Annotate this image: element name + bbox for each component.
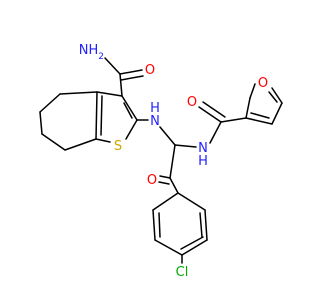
bond bbox=[159, 126, 176, 146]
bond bbox=[119, 73, 123, 97]
bond bbox=[39, 111, 43, 135]
bond-layer bbox=[39, 57, 283, 264]
bond bbox=[271, 87, 283, 104]
bond bbox=[95, 91, 98, 140]
bond bbox=[59, 91, 98, 95]
bond bbox=[245, 97, 251, 119]
ketone-oxygen-label: O bbox=[147, 173, 157, 188]
bond bbox=[245, 117, 273, 125]
bond bbox=[121, 95, 138, 121]
bond bbox=[104, 57, 121, 75]
bond bbox=[249, 83, 256, 99]
bond bbox=[268, 91, 278, 103]
bond bbox=[100, 95, 103, 136]
amide-nh2-label: NH2 bbox=[79, 43, 104, 62]
bond bbox=[209, 121, 222, 144]
bond bbox=[41, 133, 66, 151]
furanamide-oxygen-label: O bbox=[187, 95, 197, 110]
bond bbox=[198, 106, 222, 123]
bond bbox=[250, 112, 270, 119]
bond bbox=[169, 144, 176, 179]
chlorine-label: Cl bbox=[176, 265, 189, 280]
furanamide-hydrogen-label: H bbox=[198, 154, 208, 169]
amine-hydrogen-label: H bbox=[150, 101, 160, 116]
bond bbox=[159, 175, 171, 179]
furanamide-nitrogen-label: N bbox=[198, 141, 208, 156]
amine-nitrogen-label: N bbox=[150, 114, 160, 129]
furan-oxygen-label: O bbox=[258, 76, 268, 91]
bond bbox=[177, 192, 206, 211]
bond bbox=[181, 239, 208, 256]
bond bbox=[120, 75, 144, 81]
structure-canvas: NH2 O S H N N H O O O Cl bbox=[39, 43, 283, 280]
bond bbox=[271, 102, 283, 125]
bond bbox=[169, 177, 179, 194]
bond bbox=[158, 181, 170, 185]
bond bbox=[96, 91, 123, 97]
bond bbox=[174, 144, 197, 148]
bond bbox=[220, 117, 247, 123]
bond bbox=[119, 69, 143, 75]
bond bbox=[64, 138, 97, 151]
bond bbox=[152, 209, 156, 241]
bond bbox=[125, 119, 138, 140]
bond bbox=[154, 239, 183, 256]
bond bbox=[180, 236, 204, 250]
thiophene-sulfur-label: S bbox=[114, 139, 122, 154]
bond bbox=[39, 93, 61, 113]
bond bbox=[199, 212, 203, 238]
atom-label-layer: NH2 O S H N N H O O O Cl bbox=[79, 43, 268, 280]
bond bbox=[95, 138, 111, 143]
bond bbox=[204, 209, 208, 241]
bond bbox=[202, 101, 226, 118]
bond bbox=[123, 102, 133, 119]
bond bbox=[152, 192, 179, 211]
amide-oxygen-label: O bbox=[145, 63, 155, 78]
bond bbox=[158, 212, 161, 238]
molecule-drawing: NH2 O S H N N H O O O Cl bbox=[39, 43, 283, 280]
